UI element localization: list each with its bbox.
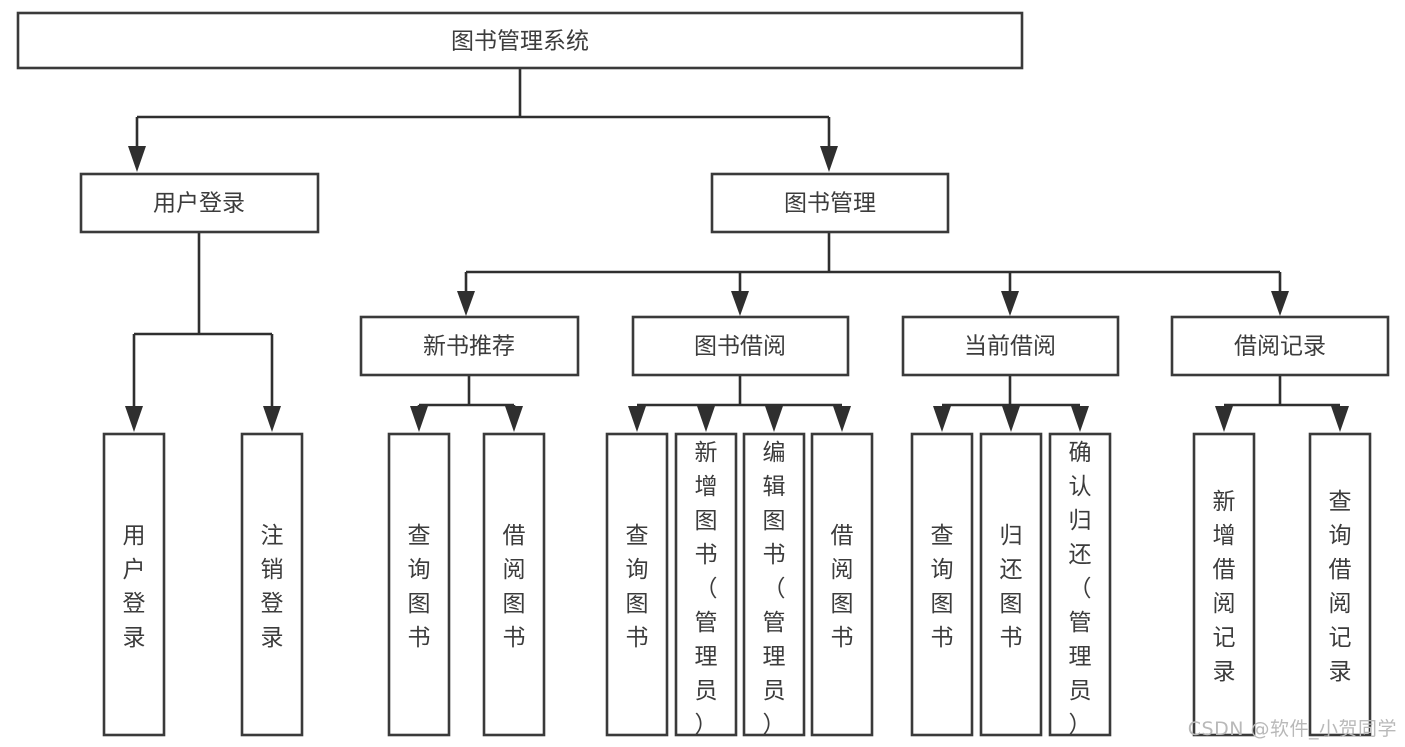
leaf-edit-book-label: 编辑图书（管理员） — [763, 440, 786, 738]
leaf-add-borrow-record-label: 新增借阅记录 — [1213, 489, 1236, 685]
node-book-borrow[interactable]: 图书借阅 — [631, 315, 850, 377]
leaf-query-book-borrow-box[interactable] — [605, 432, 669, 737]
node-new-book-recommend[interactable]: 新书推荐 — [359, 315, 580, 377]
leaf-user-login-box[interactable] — [102, 432, 166, 737]
arrow-head-leaf-return-book — [1002, 406, 1020, 432]
leaf-logout-label: 注销登录 — [261, 523, 284, 651]
leaf-edit-book-box[interactable] — [742, 432, 806, 737]
arrow-head-leaf-edit-book — [765, 406, 783, 432]
leaf-user-login[interactable]: 用户登录 — [102, 432, 166, 737]
node-current-borrow-box[interactable] — [901, 315, 1120, 377]
node-user-login[interactable]: 用户登录 — [79, 172, 320, 234]
node-root[interactable]: 图书管理系统 — [16, 11, 1024, 70]
arrow-head-user-login — [128, 146, 146, 172]
arrow-head-leaf-query-book-2 — [628, 406, 646, 432]
arrow-head-leaf-query-book-1 — [410, 406, 428, 432]
arrow-head-leaf-query-book-3 — [933, 406, 951, 432]
leaf-query-book-current-box[interactable] — [910, 432, 974, 737]
node-book-borrow-box[interactable] — [631, 315, 850, 377]
arrow-head-leaf-query-record — [1331, 406, 1349, 432]
leaf-confirm-return[interactable]: 确认归还（管理员） — [1048, 432, 1112, 738]
node-book-manage-box[interactable] — [710, 172, 950, 234]
leaf-borrow-book-box[interactable] — [810, 432, 874, 737]
leaf-query-book-new-box[interactable] — [387, 432, 451, 737]
leaf-borrow-book-new[interactable]: 借阅图书 — [482, 432, 546, 737]
node-current-borrow[interactable]: 当前借阅 — [901, 315, 1120, 377]
arrow-head-leaf-borrow-book-2 — [833, 406, 851, 432]
leaf-query-borrow-record-label: 查询借阅记录 — [1329, 489, 1352, 685]
node-root-label: 图书管理系统 — [451, 29, 589, 55]
arrow-head-book-manage — [820, 146, 838, 172]
node-new-book-recommend-box[interactable] — [359, 315, 580, 377]
leaf-query-book-new-label: 查询图书 — [408, 523, 431, 651]
leaf-query-book-current[interactable]: 查询图书 — [910, 432, 974, 737]
leaf-query-book-new[interactable]: 查询图书 — [387, 432, 451, 737]
leaf-borrow-book-new-label: 借阅图书 — [503, 523, 526, 651]
csdn-watermark: CSDN @软件_小贺同学 — [1187, 718, 1397, 740]
leaf-add-book[interactable]: 新增图书（管理员） — [674, 432, 738, 738]
leaf-query-borrow-record[interactable]: 查询借阅记录 — [1308, 432, 1372, 737]
leaf-add-book-label: 新增图书（管理员） — [695, 440, 718, 738]
leaf-query-book-current-label: 查询图书 — [931, 523, 954, 651]
leaf-add-borrow-record-box[interactable] — [1192, 432, 1256, 737]
leaf-add-book-box[interactable] — [674, 432, 738, 737]
leaf-borrow-book-new-box[interactable] — [482, 432, 546, 737]
node-book-manage[interactable]: 图书管理 — [710, 172, 950, 234]
arrow-head-leaf-confirm-return — [1071, 406, 1089, 432]
leaf-logout[interactable]: 注销登录 — [240, 432, 304, 737]
leaf-logout-box[interactable] — [240, 432, 304, 737]
node-new-book-recommend-label: 新书推荐 — [423, 334, 515, 360]
connector-layer — [125, 69, 1349, 432]
arrow-head-leaf-user-login — [125, 406, 143, 432]
leaf-return-book-box[interactable] — [979, 432, 1043, 737]
arrow-head-leaf-add-book — [697, 406, 715, 432]
leaf-return-book[interactable]: 归还图书 — [979, 432, 1043, 737]
arrow-head-leaf-logout — [263, 406, 281, 432]
leaf-query-borrow-record-box[interactable] — [1308, 432, 1372, 737]
leaf-borrow-book-label: 借阅图书 — [831, 523, 854, 651]
arrow-head-current-borrow — [1001, 291, 1019, 316]
node-root-box[interactable] — [16, 11, 1024, 70]
arrow-head-leaf-add-record — [1215, 406, 1233, 432]
leaf-confirm-return-box[interactable] — [1048, 432, 1112, 737]
leaf-edit-book[interactable]: 编辑图书（管理员） — [742, 432, 806, 738]
leaf-query-book-borrow-label: 查询图书 — [626, 523, 649, 651]
leaf-query-book-borrow[interactable]: 查询图书 — [605, 432, 669, 737]
node-user-login-box[interactable] — [79, 172, 320, 234]
arrow-head-book-borrow — [731, 291, 749, 316]
node-borrow-record-label: 借阅记录 — [1234, 334, 1326, 360]
arrow-head-leaf-borrow-book-1 — [505, 406, 523, 432]
leaf-user-login-label: 用户登录 — [123, 523, 146, 651]
leaf-confirm-return-label: 确认归还（管理员） — [1069, 440, 1092, 738]
node-book-borrow-label: 图书借阅 — [694, 334, 786, 360]
leaf-return-book-label: 归还图书 — [1000, 523, 1023, 651]
arrow-head-borrow-record — [1271, 291, 1289, 316]
node-book-manage-label: 图书管理 — [784, 191, 876, 217]
node-borrow-record-box[interactable] — [1170, 315, 1390, 377]
node-user-login-label: 用户登录 — [153, 191, 245, 217]
node-current-borrow-label: 当前借阅 — [964, 334, 1056, 360]
leaf-borrow-book[interactable]: 借阅图书 — [810, 432, 874, 737]
node-borrow-record[interactable]: 借阅记录 — [1170, 315, 1390, 377]
arrow-head-new-book-recommend — [457, 291, 475, 316]
leaf-add-borrow-record[interactable]: 新增借阅记录 — [1192, 432, 1256, 737]
